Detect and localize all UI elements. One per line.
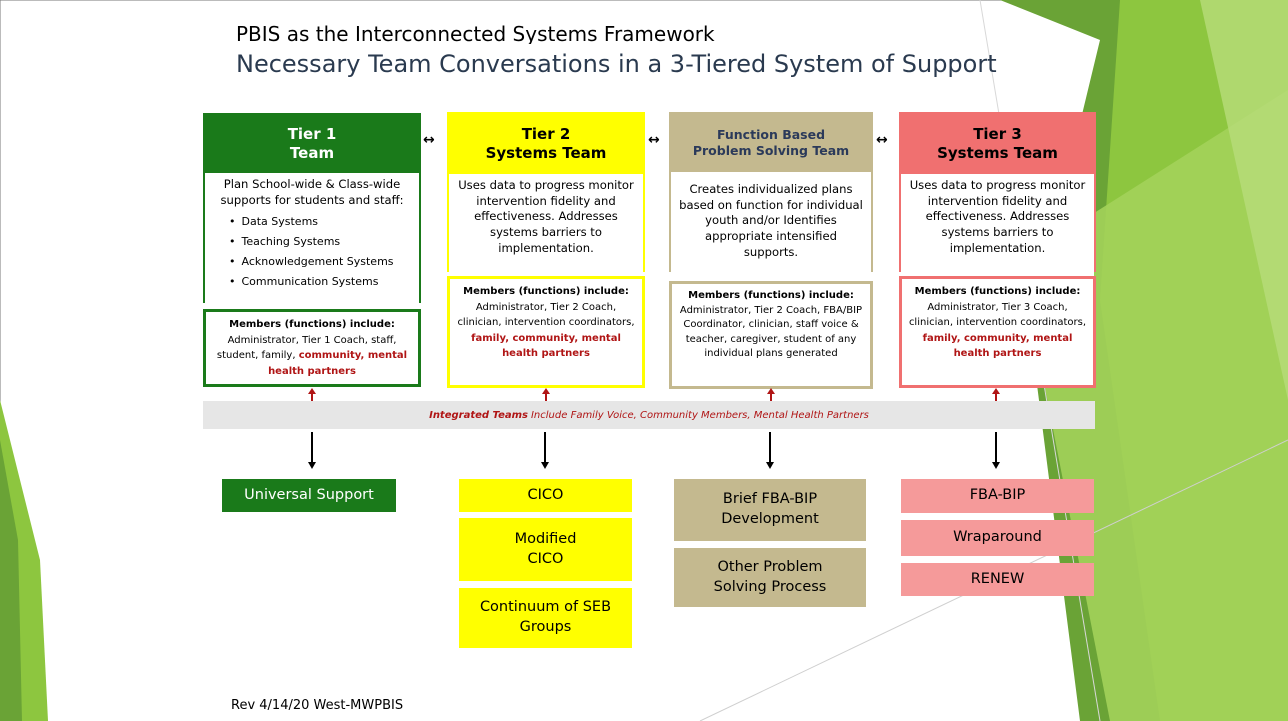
slide-footer: Rev 4/14/20 West-MWPBIS (231, 698, 404, 713)
tier1-bullet-item: Communication Systems (229, 272, 413, 292)
tier2-members-lead: Members (functions) include: (463, 286, 629, 297)
double-arrow-icon: ↔ (423, 132, 435, 148)
tier2-members-text: Administrator, Tier 2 Coach, clinician, … (457, 301, 635, 329)
red-up-arrow-icon (767, 388, 775, 394)
slide-subtitle: PBIS as the Interconnected Systems Frame… (236, 22, 715, 46)
support-box-universal: Universal Support (222, 479, 396, 512)
tier1-description: Plan School-wide & Class-wide supports f… (220, 177, 404, 207)
down-arrow-icon (766, 462, 774, 469)
green-decoration-shape (0, 440, 22, 721)
tier2-description: Uses data to progress monitor interventi… (458, 178, 634, 255)
fbps-description-panel: Creates individualized plans based on fu… (671, 172, 871, 286)
tier3-team-header: Tier 3 Systems Team (901, 114, 1094, 174)
support-box-seb-groups: Continuum of SEB Groups (459, 588, 632, 648)
tier1-members-text: Administrator, Tier 1 Coach, staff, stud… (216, 334, 397, 362)
tier1-bullet-item: Acknowledgement Systems (229, 252, 413, 272)
tier3-members-lead: Members (functions) include: (914, 286, 1081, 297)
tier1-bullet-item: Data Systems (229, 212, 413, 232)
tier2-header-line1: Tier 2 (521, 124, 571, 143)
down-arrow-icon (308, 462, 316, 469)
tier3-members-red: family, community, mental health partner… (922, 332, 1073, 360)
support-box-modified-cico: Modified CICO (459, 518, 632, 581)
red-up-arrow-icon (542, 388, 550, 394)
support-box-renew: RENEW (901, 563, 1094, 596)
slide-title: Necessary Team Conversations in a 3-Tier… (230, 44, 997, 88)
support-box-brief-fba-bip: Brief FBA-BIP Development (674, 479, 866, 541)
tier3-header-line1: Tier 3 (973, 124, 1022, 143)
support-box-cico: CICO (459, 479, 632, 512)
tier1-members-lead: Members (functions) include: (229, 319, 395, 330)
support-box-other-problem-solving: Other Problem Solving Process (674, 548, 866, 607)
tier3-members-text: Administrator, Tier 3 Coach, clinician, … (908, 301, 1087, 329)
down-arrow-icon (541, 462, 549, 469)
tier1-bullet-list: Data Systems Teaching Systems Acknowledg… (229, 212, 413, 292)
tier2-members-box: Members (functions) include: Administrat… (447, 276, 645, 388)
tier1-team-header: Tier 1 Team (205, 115, 419, 173)
tier3-members-box: Members (functions) include: Administrat… (899, 276, 1096, 388)
green-decoration-shape (1200, 0, 1288, 400)
fbps-description: Creates individualized plans based on fu… (679, 182, 863, 259)
tier1-header-line1: Tier 1 (287, 124, 337, 143)
integrated-band-text: Include Family Voice, Community Members,… (530, 409, 869, 421)
double-arrow-icon: ↔ (876, 132, 888, 148)
tier1-members-red: community, mental health partners (268, 350, 408, 377)
tier1-header-line2: Team (289, 144, 335, 162)
tier3-team-card: Tier 3 Systems Team Uses data to progres… (899, 112, 1096, 280)
integrated-teams-band: Integrated Teams Include Family Voice, C… (203, 401, 1095, 429)
support-box-wraparound: Wraparound (901, 520, 1094, 556)
tier3-description-panel: Uses data to progress monitor interventi… (901, 174, 1094, 280)
tier1-description-panel: Plan School-wide & Class-wide supports f… (205, 173, 419, 311)
support-box-fba-bip: FBA-BIP (901, 479, 1094, 513)
fbps-team-header: Function Based Problem Solving Team (671, 114, 871, 172)
tier2-members-red: family, community, mental health partner… (471, 332, 621, 360)
tier3-header-line2: Systems Team (937, 144, 1058, 162)
down-arrow-icon (992, 462, 1000, 469)
tier2-team-card: Tier 2 Systems Team Uses data to progres… (447, 112, 645, 280)
tier1-members-box: Members (functions) include: Administrat… (203, 309, 421, 387)
tier2-header-line2: Systems Team (485, 144, 607, 162)
fbps-header-line2: Problem Solving Team (692, 143, 850, 158)
fbps-team-card: Function Based Problem Solving Team Crea… (669, 112, 873, 286)
tier1-team-card: Tier 1 Team Plan School-wide & Class-wid… (203, 113, 421, 311)
integrated-band-bold: Integrated Teams (429, 409, 528, 421)
red-up-arrow-icon (308, 388, 316, 394)
tier2-description-panel: Uses data to progress monitor interventi… (449, 174, 643, 280)
fbps-members-lead: Members (functions) include: (688, 290, 854, 301)
tier3-description: Uses data to progress monitor interventi… (909, 178, 1086, 255)
fbps-members-text: Administrator, Tier 2 Coach, FBA/BIP Coo… (679, 304, 863, 360)
fbps-members-box: Members (functions) include: Administrat… (669, 281, 873, 389)
tier2-team-header: Tier 2 Systems Team (449, 114, 643, 174)
double-arrow-icon: ↔ (648, 132, 660, 148)
fbps-header-line1: Function Based (716, 126, 826, 142)
tier1-bullet-item: Teaching Systems (229, 232, 413, 252)
red-up-arrow-icon (992, 388, 1000, 394)
